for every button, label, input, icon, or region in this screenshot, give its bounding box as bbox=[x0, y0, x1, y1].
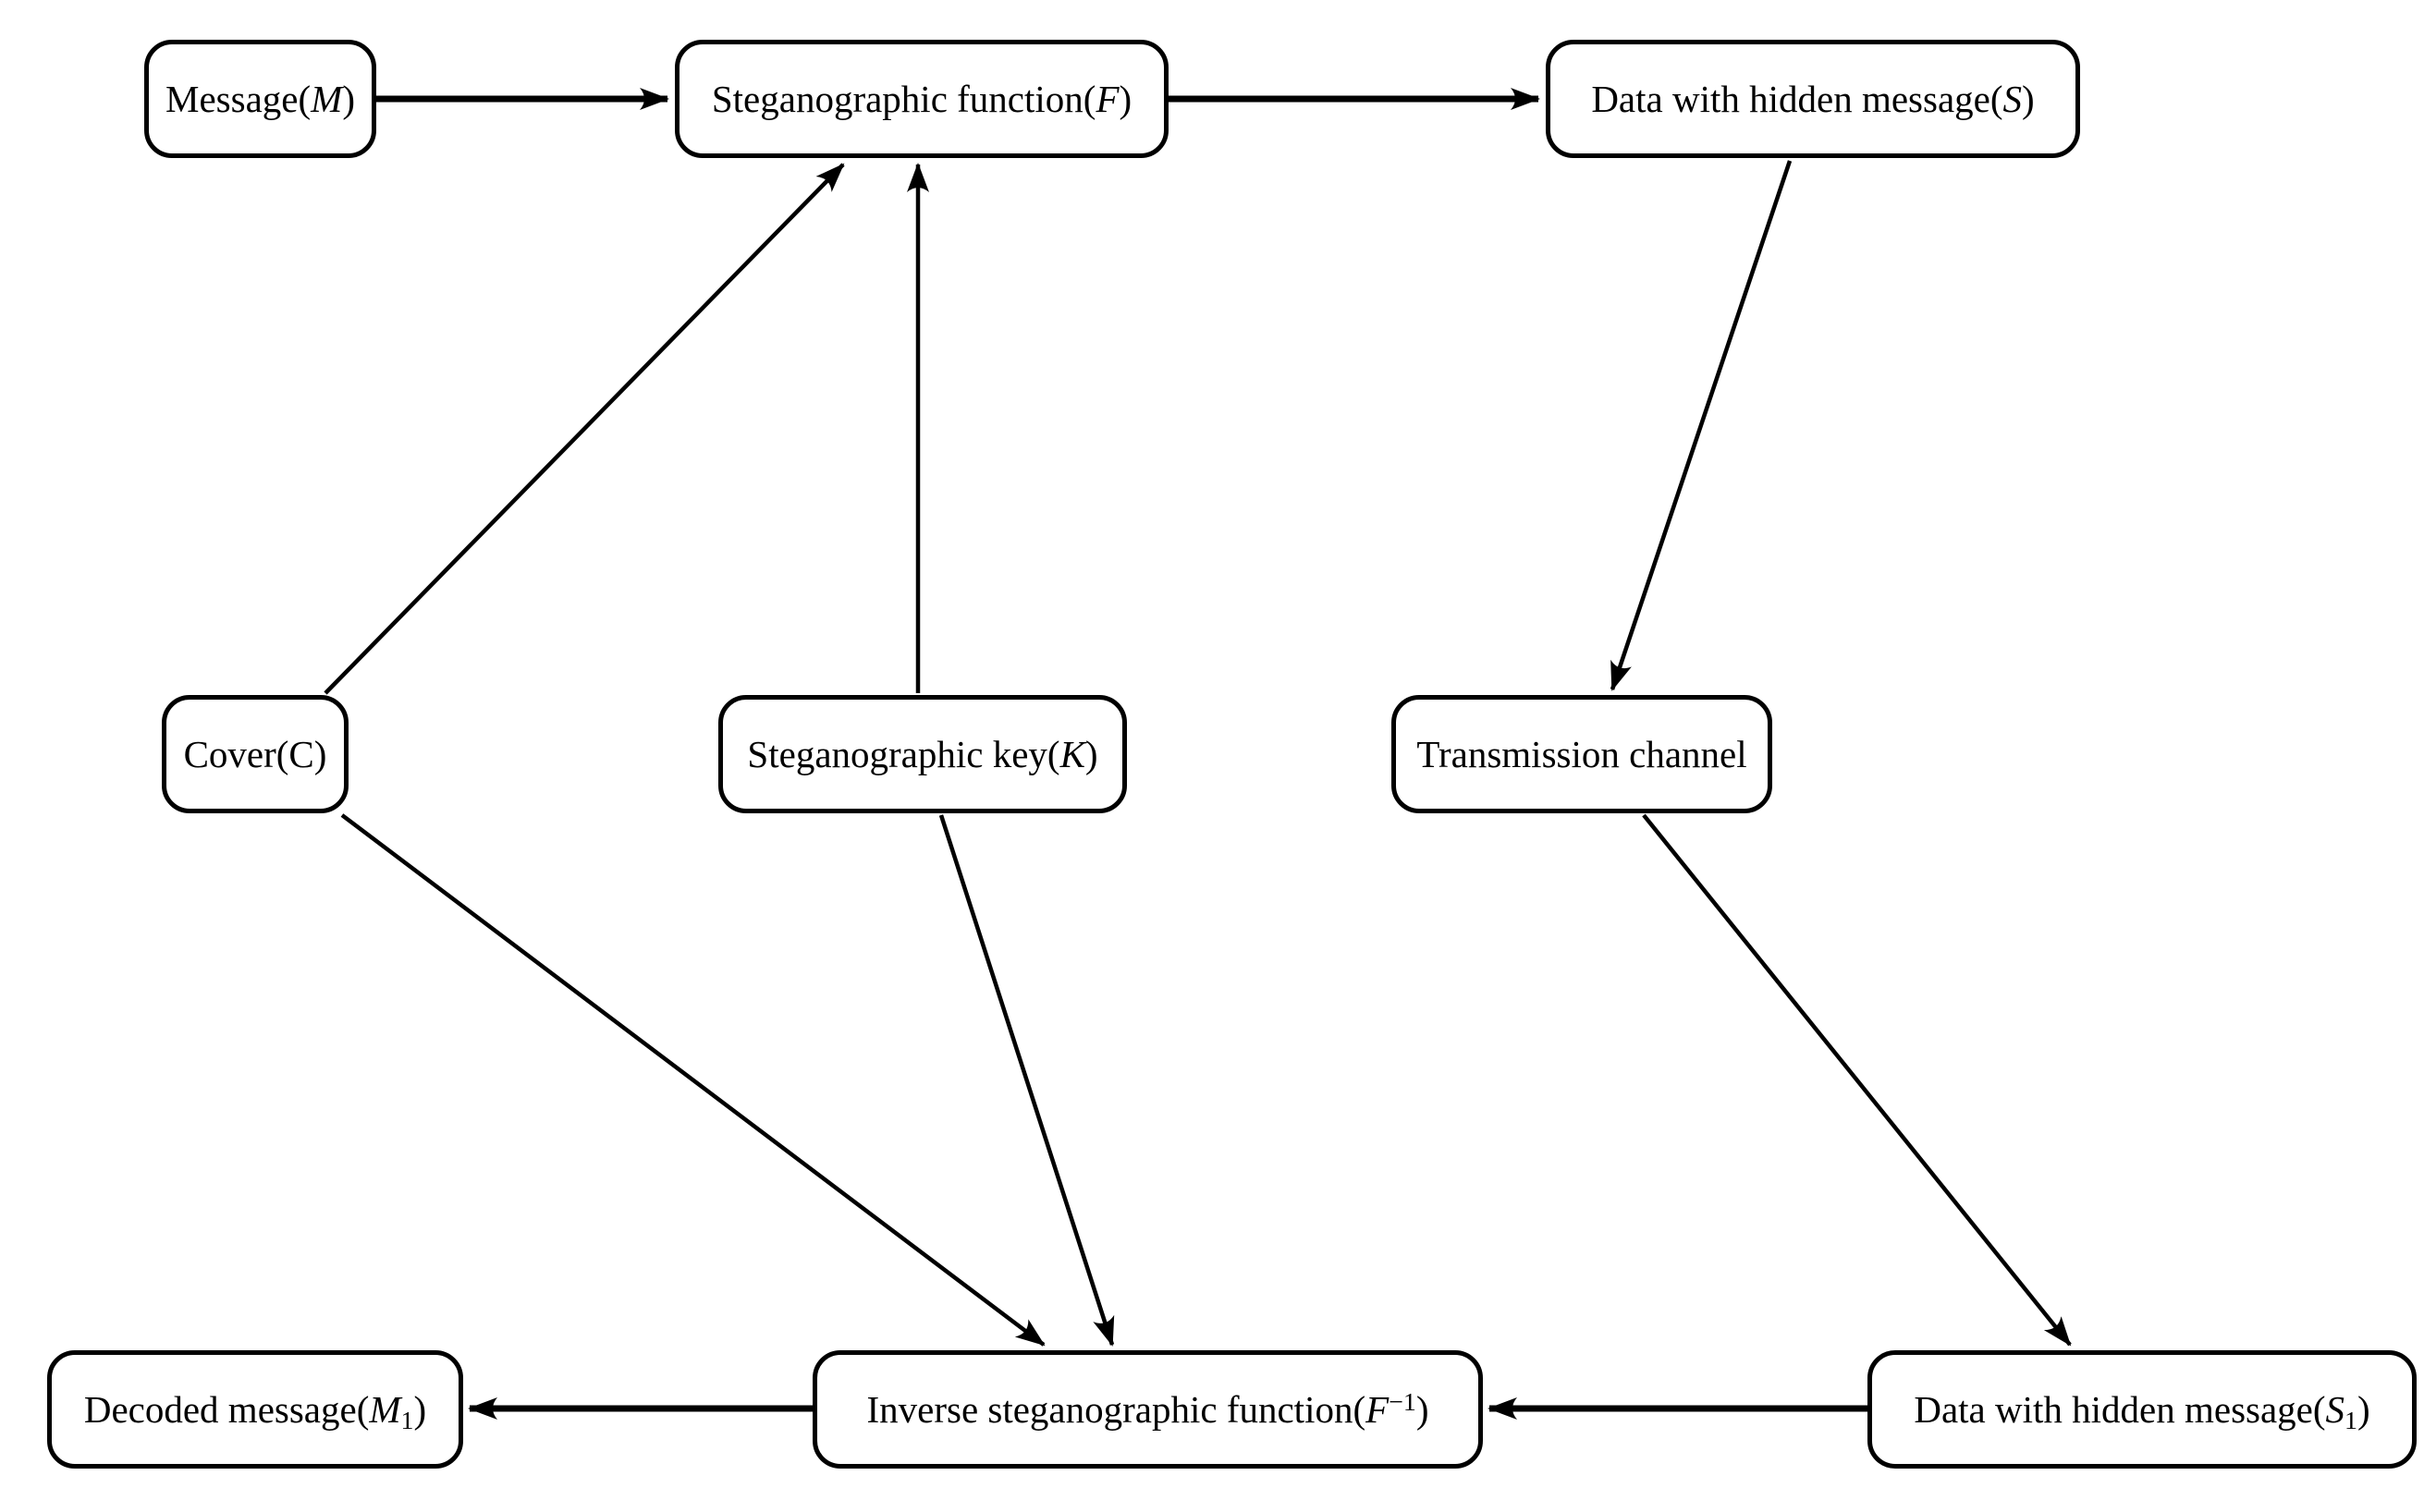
label-text: Steganographic key( bbox=[747, 732, 1060, 775]
edge-transmission-channel-to-data-with-hidden-message-s1 bbox=[1642, 813, 2072, 1347]
node-steganographic-function: Steganographic function(F) bbox=[675, 40, 1169, 158]
label-variable: F bbox=[1365, 1387, 1390, 1431]
edge-steganographic-key-to-inverse-steganographic-function bbox=[938, 814, 1115, 1347]
node-inverse-steganographic-function: Inverse steganographic function(F−1) bbox=[813, 1350, 1483, 1469]
label-subscript: 1 bbox=[2344, 1407, 2357, 1436]
label-variable: M bbox=[369, 1387, 401, 1431]
label-text: ) bbox=[342, 77, 355, 120]
label-text: Cover(C) bbox=[183, 732, 327, 775]
node-steganographic-function-label: Steganographic function(F) bbox=[706, 77, 1137, 120]
node-message: Message(M) bbox=[144, 40, 376, 158]
label-text: Transmission channel bbox=[1416, 732, 1747, 775]
label-variable: M bbox=[311, 77, 343, 120]
node-decoded-message: Decoded message(M1) bbox=[47, 1350, 463, 1469]
edge-data-with-hidden-message-s-to-transmission-channel bbox=[1610, 160, 1793, 691]
edge-cover-to-inverse-steganographic-function bbox=[340, 813, 1046, 1347]
node-data-with-hidden-message-s: Data with hidden message(S) bbox=[1546, 40, 2080, 158]
label-text: ) bbox=[1119, 77, 1132, 120]
label-text: Decoded message( bbox=[83, 1387, 370, 1431]
node-steganographic-key: Steganographic key(K) bbox=[718, 695, 1127, 813]
node-steganographic-key-label: Steganographic key(K) bbox=[741, 732, 1103, 775]
label-text: Data with hidden message( bbox=[1591, 77, 2003, 120]
label-text: Steganographic function( bbox=[711, 77, 1096, 120]
node-data-with-hidden-message-s1: Data with hidden message(S1) bbox=[1867, 1350, 2417, 1469]
node-cover: Cover(C) bbox=[162, 695, 349, 813]
label-variable: S bbox=[2002, 77, 2023, 120]
label-variable: K bbox=[1059, 732, 1085, 775]
node-transmission-channel: Transmission channel bbox=[1391, 695, 1772, 813]
label-text: ) bbox=[2357, 1387, 2370, 1431]
label-text: Data with hidden message( bbox=[1914, 1387, 2326, 1431]
label-text: ) bbox=[1415, 1387, 1429, 1431]
label-variable: S bbox=[2325, 1387, 2345, 1431]
node-data-with-hidden-message-s1-label: Data with hidden message(S1) bbox=[1908, 1387, 2375, 1434]
label-text: ) bbox=[2022, 77, 2035, 120]
label-text: Inverse steganographic function( bbox=[866, 1387, 1366, 1431]
node-data-with-hidden-message-s-label: Data with hidden message(S) bbox=[1585, 77, 2039, 120]
label-text: ) bbox=[413, 1387, 427, 1431]
node-inverse-steganographic-function-label: Inverse steganographic function(F−1) bbox=[861, 1387, 1434, 1431]
label-text: Message( bbox=[165, 77, 312, 120]
node-message-label: Message(M) bbox=[160, 77, 361, 120]
label-subscript: 1 bbox=[400, 1407, 414, 1436]
label-superscript: −1 bbox=[1389, 1387, 1416, 1417]
node-transmission-channel-label: Transmission channel bbox=[1411, 732, 1752, 775]
label-text: ) bbox=[1084, 732, 1098, 775]
node-decoded-message-label: Decoded message(M1) bbox=[79, 1387, 432, 1434]
edge-cover-to-steganographic-function bbox=[324, 163, 845, 695]
node-cover-label: Cover(C) bbox=[178, 732, 333, 775]
label-variable: F bbox=[1096, 77, 1120, 120]
